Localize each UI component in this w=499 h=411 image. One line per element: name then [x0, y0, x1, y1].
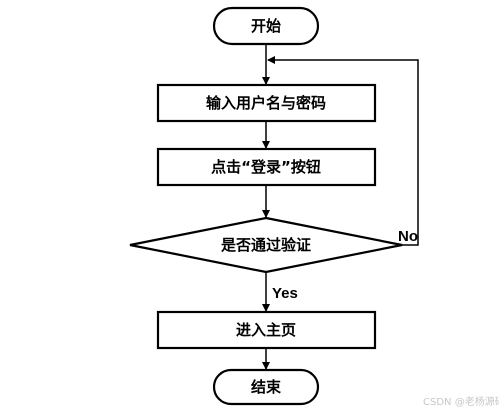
click-login-label: 点击“登录”按钮 — [211, 158, 321, 176]
end-label: 结束 — [251, 378, 282, 396]
yes-label: Yes — [272, 285, 298, 302]
input-credentials-node — [156, 83, 377, 123]
start-label: 开始 — [251, 17, 281, 35]
verify-decision-label: 是否通过验证 — [220, 236, 311, 254]
watermark-text: CSDN @老杨源码 — [423, 395, 499, 408]
no-label: No — [398, 228, 418, 245]
enter-home-label: 进入主页 — [236, 321, 296, 339]
input-credentials-label: 输入用户名与密码 — [206, 94, 326, 112]
end-node — [212, 368, 320, 406]
arrow-no-loop — [267, 56, 419, 246]
enter-home-node — [156, 310, 377, 350]
